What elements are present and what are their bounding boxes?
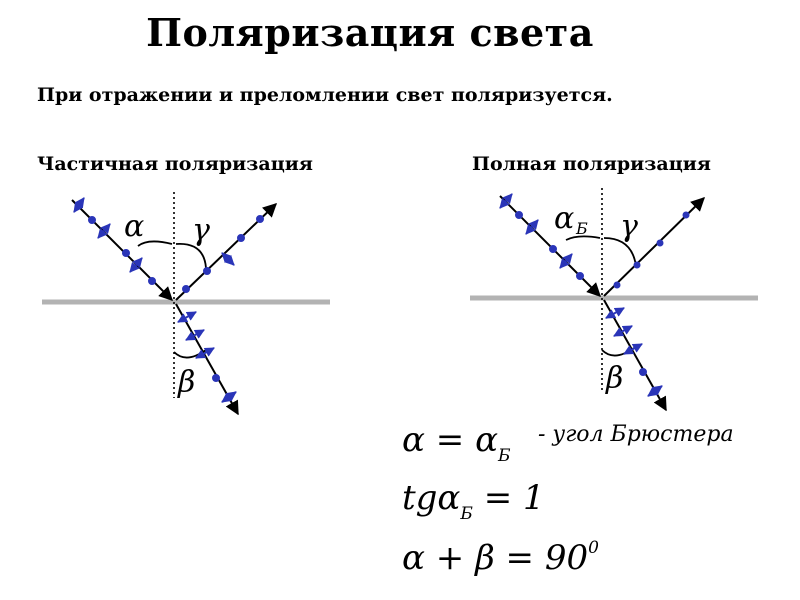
polarization-arrow	[647, 385, 663, 397]
right-refracted-polarization	[605, 307, 663, 397]
polarization-arrow	[185, 329, 205, 341]
right-alpha-subscript: Б	[575, 219, 588, 238]
right-angle-alpha-arc	[565, 235, 601, 241]
polarization-arrow	[525, 219, 539, 235]
polarization-dot	[633, 261, 641, 269]
left-angle-gamma-arc	[175, 243, 207, 269]
polarization-arrow	[97, 223, 111, 239]
polarization-dot	[182, 285, 190, 293]
brewster-formula-subscript: Б	[498, 446, 511, 466]
left-reflected-polarization	[182, 215, 264, 293]
right-incident-polarization	[499, 193, 584, 280]
polarization-dot	[256, 215, 264, 223]
polarization-arrow	[499, 193, 513, 209]
polarization-arrow	[221, 391, 237, 403]
tangent-formula: tgαБ = 1	[402, 478, 545, 524]
polarization-dot	[576, 272, 584, 280]
right-angle-gamma-arc	[603, 237, 637, 267]
brewster-formula: α = αБ	[402, 420, 511, 466]
polarization-arrow	[73, 197, 85, 213]
polarization-arrow	[195, 347, 215, 359]
polarization-arrow	[559, 253, 573, 269]
left-gamma-label: γ	[192, 213, 210, 248]
label-full-polarization: Полная поляризация	[472, 153, 711, 175]
polarization-arrow	[605, 307, 625, 319]
brewster-angle-note: - угол Брюстера	[538, 422, 734, 447]
polarization-dot	[88, 216, 96, 224]
polarization-dot	[682, 211, 690, 219]
left-angle-alpha-arc	[137, 240, 173, 247]
right-reflected-ray	[603, 197, 705, 297]
polarization-dot	[212, 374, 220, 382]
right-beta-label: β	[605, 361, 623, 396]
polarization-dot	[237, 234, 245, 242]
left-alpha-label: α	[124, 209, 144, 244]
left-incident-polarization	[73, 197, 156, 285]
polarization-dot	[613, 281, 621, 289]
subtitle: При отражении и преломлении свет поляриз…	[37, 84, 613, 106]
polarization-dot	[656, 239, 664, 247]
tangent-formula-lhs: tgα	[402, 478, 461, 518]
polarization-dot	[515, 211, 523, 219]
polarization-dot	[639, 368, 647, 376]
tangent-formula-rhs: = 1	[472, 478, 545, 518]
angle-sum-formula-superscript: 0	[588, 538, 599, 558]
angle-sum-formula: α + β = 900	[402, 538, 599, 578]
polarization-arrow	[177, 311, 197, 323]
page-title: Поляризация света	[146, 10, 594, 55]
angle-sum-formula-lhs: α + β = 90	[402, 538, 589, 578]
tangent-formula-subscript: Б	[460, 504, 473, 524]
polarization-dot	[148, 277, 156, 285]
polarization-dot	[122, 249, 130, 257]
left-incident-ray	[71, 199, 173, 301]
polarization-dot	[549, 245, 557, 253]
right-diagram: α Б γ β	[470, 188, 758, 412]
left-beta-label: β	[177, 365, 195, 400]
right-reflected-polarization	[613, 211, 690, 289]
polarization-arrow	[129, 257, 143, 273]
right-alpha-label: α	[554, 201, 574, 236]
left-diagram: α γ β	[42, 192, 330, 416]
label-partial-polarization: Частичная поляризация	[37, 153, 313, 175]
right-gamma-label: γ	[620, 209, 638, 244]
left-refracted-polarization	[177, 311, 237, 403]
right-incident-ray	[499, 195, 601, 297]
polarization-arrow	[623, 343, 643, 355]
brewster-formula-lhs: α = α	[402, 420, 499, 460]
polarization-arrow	[613, 325, 633, 337]
left-angle-beta-arc	[173, 349, 207, 359]
polarization-dot	[203, 267, 211, 275]
polarization-arrow	[221, 252, 235, 266]
